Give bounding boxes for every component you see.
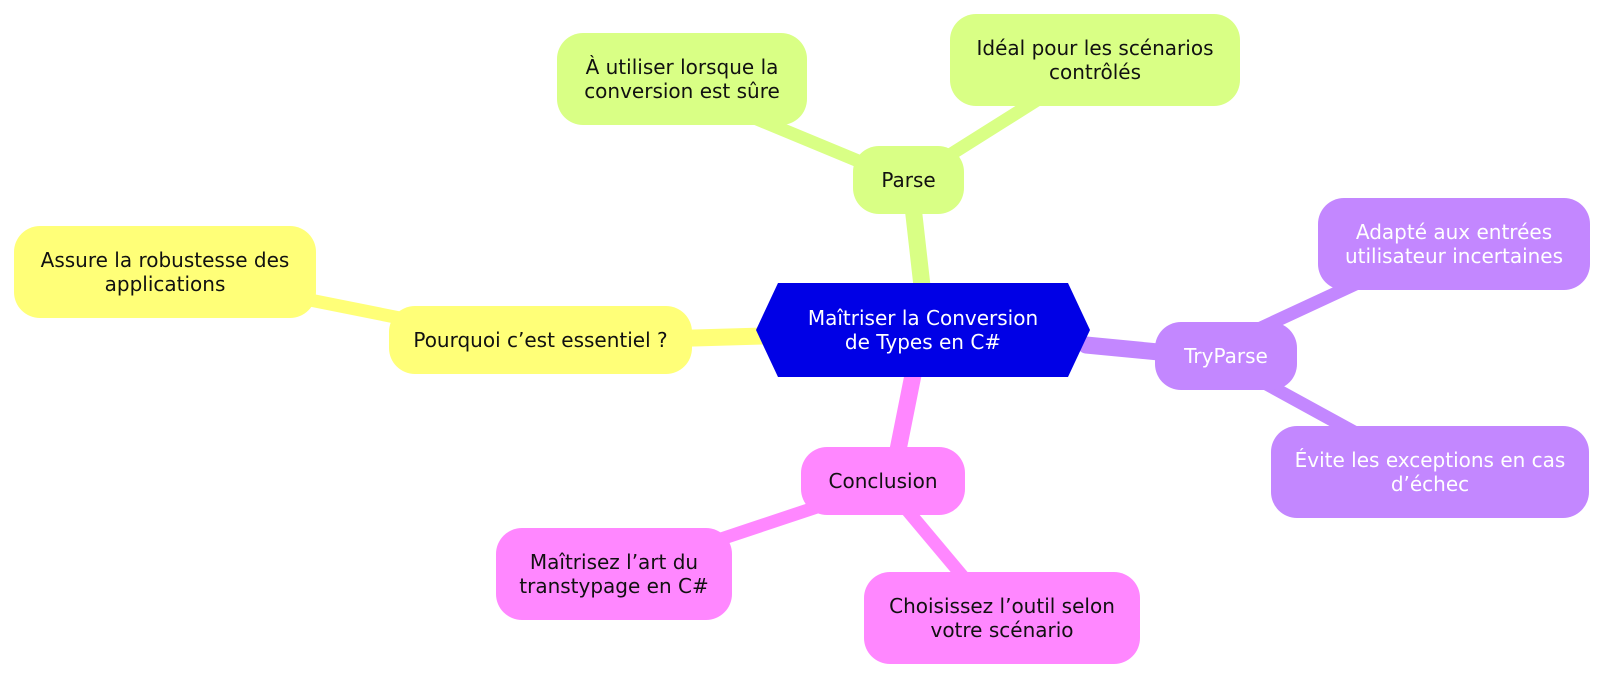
- central-node-shape: [756, 283, 1090, 377]
- leaf-node-tryparse-1-label: Adapté aux entrées utilisateur incertain…: [1344, 220, 1564, 268]
- leaf-node-parse-1[interactable]: À utiliser lorsque la conversion est sûr…: [557, 33, 807, 125]
- leaf-node-pourquoi-1[interactable]: Assure la robustesse des applications: [14, 226, 316, 318]
- branch-node-tryparse[interactable]: TryParse: [1155, 322, 1297, 390]
- leaf-node-parse-2[interactable]: Idéal pour les scénarios contrôlés: [950, 14, 1240, 106]
- leaf-node-tryparse-2[interactable]: Évite les exceptions en cas d’échec: [1271, 426, 1589, 518]
- branch-node-conclusion[interactable]: Conclusion: [801, 447, 965, 515]
- branch-node-conclusion-label: Conclusion: [828, 469, 938, 493]
- central-node[interactable]: Maîtriser la Conversion de Types en C#: [756, 283, 1090, 377]
- leaf-node-conclusion-2-label: Choisissez l’outil selon votre scénario: [889, 594, 1115, 642]
- leaf-node-tryparse-1[interactable]: Adapté aux entrées utilisateur incertain…: [1318, 198, 1590, 290]
- leaf-node-conclusion-2[interactable]: Choisissez l’outil selon votre scénario: [864, 572, 1140, 664]
- leaf-node-conclusion-1-label: Maîtrisez l’art du transtypage en C#: [519, 550, 709, 598]
- leaf-node-conclusion-1[interactable]: Maîtrisez l’art du transtypage en C#: [496, 528, 732, 620]
- branch-node-parse-label: Parse: [881, 168, 936, 192]
- edge-conclusion-child-2: [895, 497, 977, 592]
- branch-node-pourquoi[interactable]: Pourquoi c’est essentiel ?: [389, 306, 692, 374]
- branch-node-tryparse-label: TryParse: [1184, 344, 1268, 368]
- branch-node-pourquoi-label: Pourquoi c’est essentiel ?: [413, 328, 668, 352]
- central-node-label: Maîtriser la Conversion de Types en C#: [807, 306, 1039, 354]
- leaf-node-pourquoi-1-label: Assure la robustesse des applications: [40, 248, 290, 296]
- branch-node-parse[interactable]: Parse: [853, 146, 964, 214]
- leaf-node-parse-1-label: À utiliser lorsque la conversion est sûr…: [584, 55, 780, 103]
- leaf-node-tryparse-2-label: Évite les exceptions en cas d’échec: [1294, 448, 1566, 496]
- leaf-node-parse-2-label: Idéal pour les scénarios contrôlés: [976, 36, 1214, 84]
